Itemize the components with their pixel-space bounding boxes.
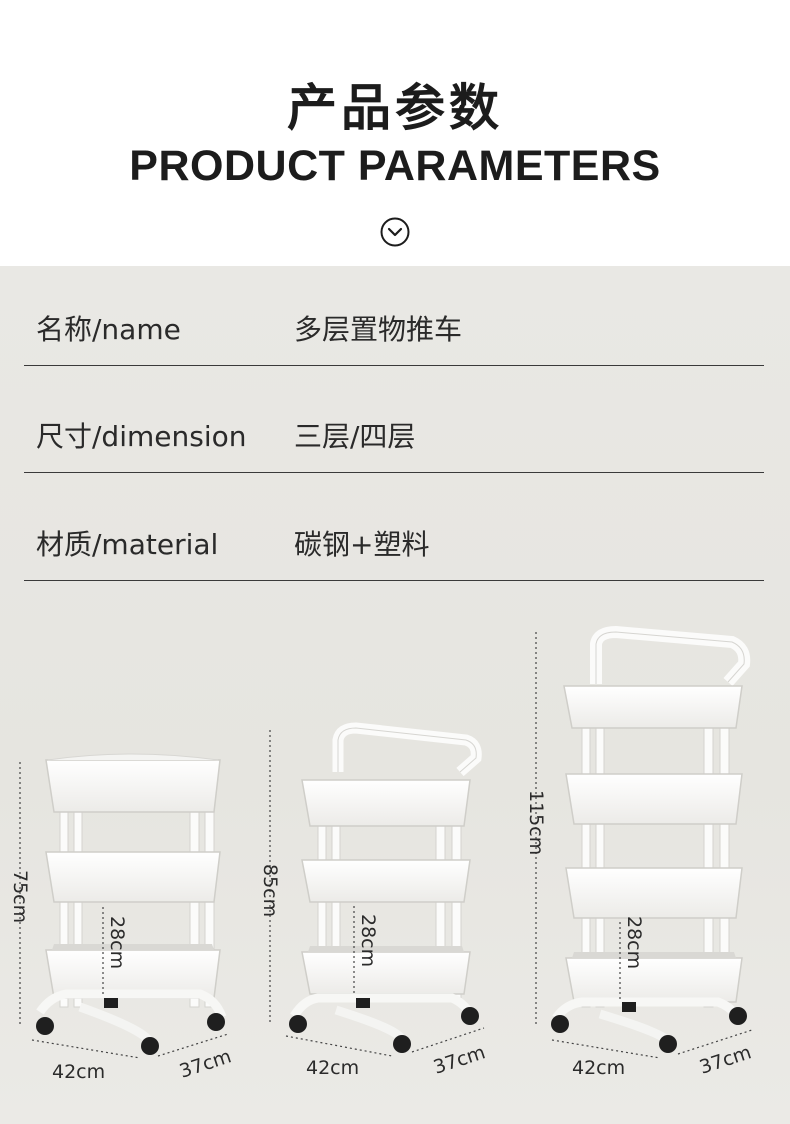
dim-depth-37: 37cm xyxy=(177,1045,234,1082)
cart-four-tier-handle: 115cm 28cm 42cm 37cm xyxy=(525,625,754,1079)
title-english: PRODUCT PARAMETERS xyxy=(129,142,661,190)
chevron-down-circle-icon xyxy=(380,217,410,247)
dim-depth-37: 37cm xyxy=(431,1041,488,1078)
dim-width-42: 42cm xyxy=(52,1061,105,1083)
dim-width-42: 42cm xyxy=(306,1057,359,1079)
cart-three-tier-handle: 85cm 28cm 42cm 37cm xyxy=(259,722,488,1079)
cart-illustrations: 75cm 28cm 42cm 37cm 85cm 28cm xyxy=(9,625,754,1083)
dim-gap-28: 28cm xyxy=(106,916,128,969)
title-chinese: 产品参数 xyxy=(287,79,503,137)
dim-height-85: 85cm xyxy=(259,864,281,917)
cart-three-tier: 75cm 28cm 42cm 37cm xyxy=(9,753,234,1083)
dim-depth-37: 37cm xyxy=(697,1041,754,1078)
param-row-name: 名称/name 多层置物推车 xyxy=(24,259,764,366)
dim-gap-28: 28cm xyxy=(357,914,379,967)
param-label: 名称/name xyxy=(36,313,181,346)
param-label: 尺寸/dimension xyxy=(36,420,247,453)
param-row-material: 材质/material 碳钢+塑料 xyxy=(24,474,764,581)
param-label: 材质/material xyxy=(36,528,219,561)
param-value: 碳钢+塑料 xyxy=(294,528,430,561)
header: 产品参数 PRODUCT PARAMETERS xyxy=(0,0,790,266)
param-value: 三层/四层 xyxy=(294,420,416,453)
param-value: 多层置物推车 xyxy=(294,313,463,346)
param-row-dimension: 尺寸/dimension 三层/四层 xyxy=(24,366,764,473)
dim-height-75: 75cm xyxy=(9,870,31,923)
dim-height-115: 115cm xyxy=(525,790,547,855)
dim-width-42: 42cm xyxy=(572,1057,625,1079)
dim-gap-28: 28cm xyxy=(623,916,645,969)
